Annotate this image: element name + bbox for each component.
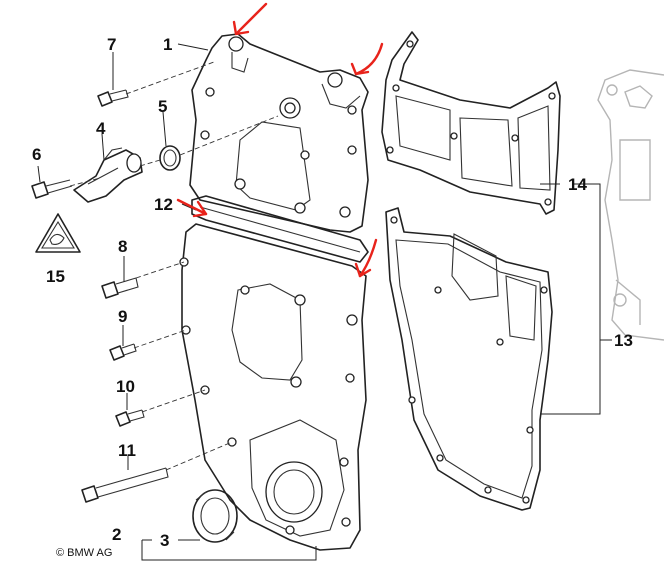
bolt-6 <box>31 179 73 199</box>
callout-2: 2 <box>112 525 121 544</box>
o-ring <box>159 145 181 171</box>
upper-gasket <box>381 31 561 215</box>
callout-4: 4 <box>96 119 106 138</box>
bolt-7 <box>97 89 129 107</box>
upper-timing-cover <box>189 33 369 233</box>
callout-11: 11 <box>118 441 136 460</box>
chain-tensioner <box>73 147 143 203</box>
callout-7: 7 <box>107 35 116 54</box>
red-markers <box>176 2 384 278</box>
alignment-lines <box>69 61 279 471</box>
callout-9: 9 <box>118 307 127 326</box>
callout-leaders <box>37 43 612 561</box>
copyright-label: © BMW AG <box>56 547 112 559</box>
callout-14: 14 <box>568 175 587 194</box>
callout-6: 6 <box>32 145 41 164</box>
callout-5: 5 <box>158 97 167 116</box>
callout-10: 10 <box>116 377 135 396</box>
callout-1: 1 <box>163 35 172 54</box>
callout-13: 13 <box>614 331 633 350</box>
callout-15: 15 <box>46 267 65 286</box>
callout-3: 3 <box>160 531 169 550</box>
callout-8: 8 <box>118 237 127 256</box>
lower-gasket <box>385 207 553 511</box>
callout-12: 12 <box>154 195 173 214</box>
warning-label <box>35 213 81 253</box>
bolt-8 <box>101 277 139 299</box>
crankshaft-seal <box>192 489 238 543</box>
engine-block-ghost <box>597 69 664 341</box>
bolt-11 <box>81 467 169 503</box>
bolt-9 <box>109 343 137 361</box>
callout-labels: 1 2 3 4 5 6 7 8 9 10 11 12 13 14 15 <box>32 35 633 550</box>
bolt-10 <box>115 409 145 427</box>
